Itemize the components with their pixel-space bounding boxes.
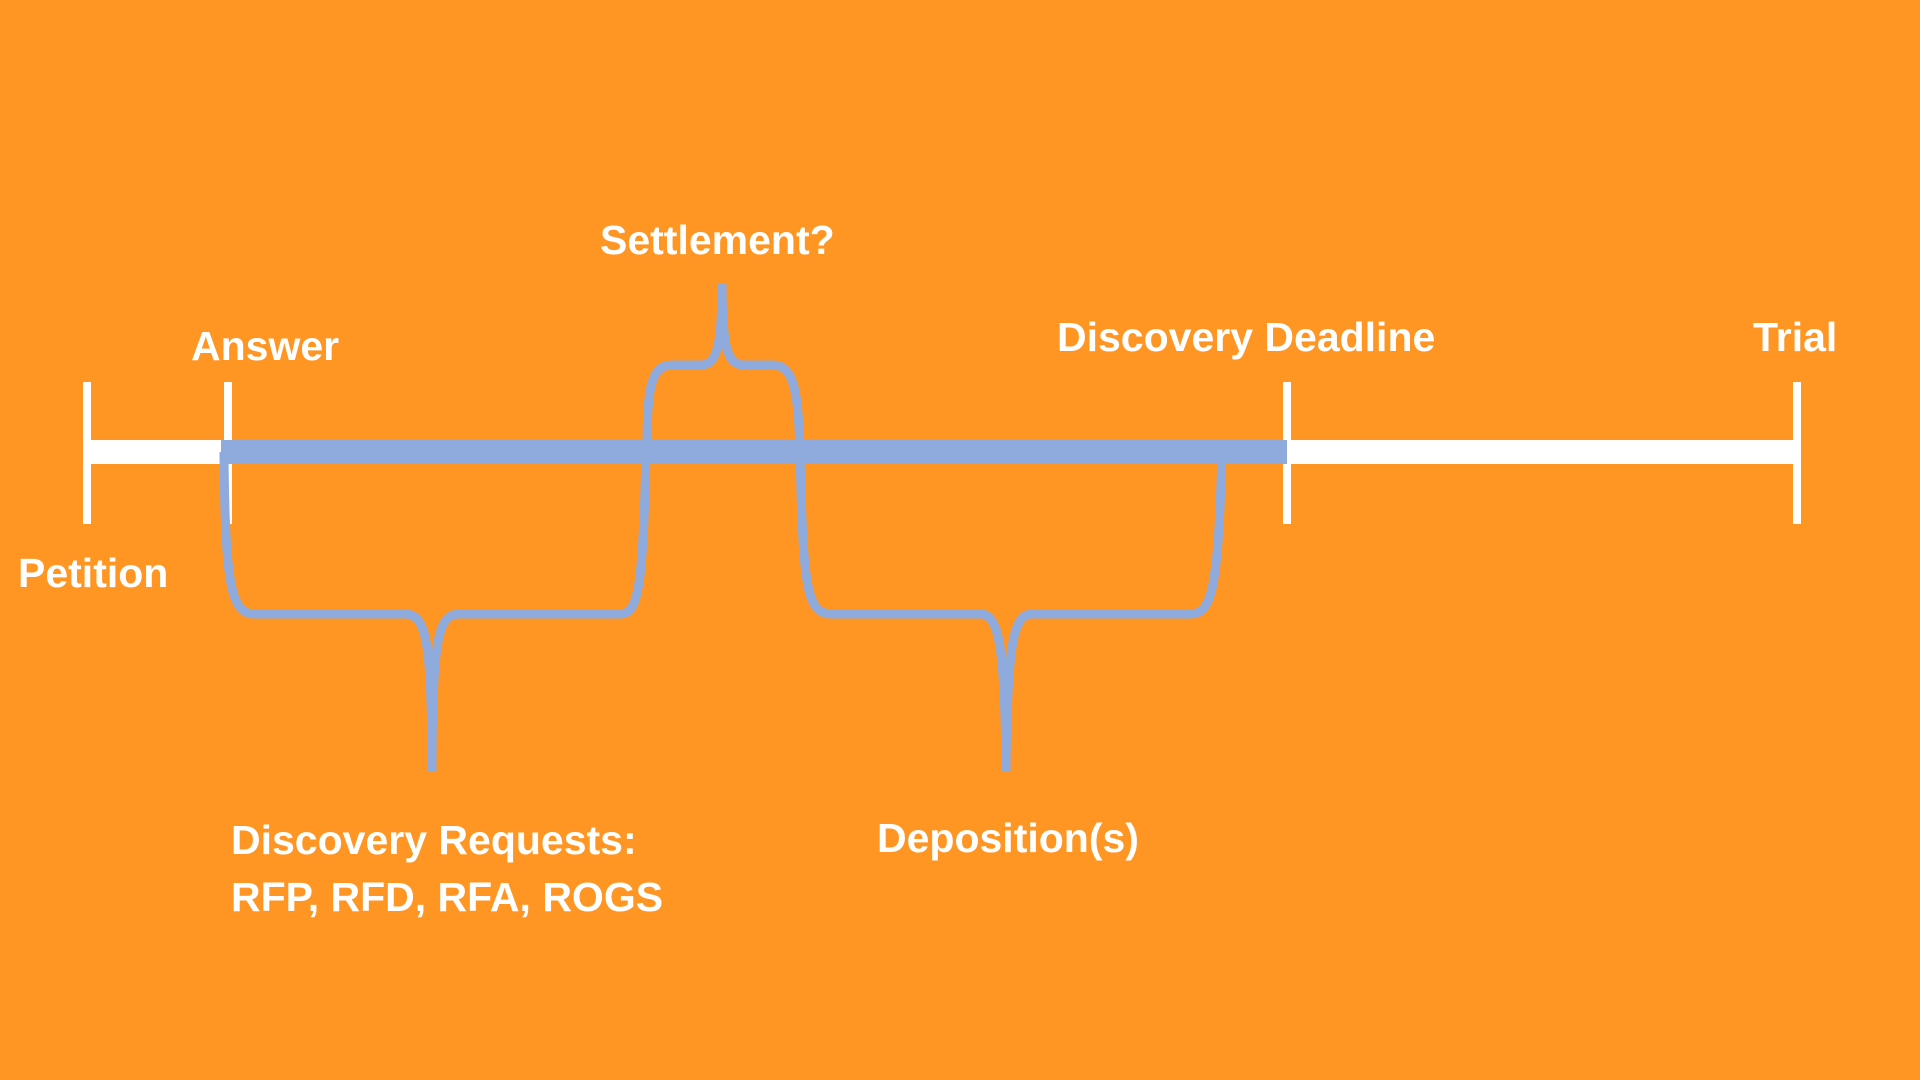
depositions-bracket [795, 451, 1227, 773]
trial-label: Trial [1753, 314, 1838, 360]
settlement-bracket [642, 282, 805, 453]
discovery-requests-title: Discovery Requests: [231, 817, 637, 863]
discovery-requests-bracket [219, 451, 651, 773]
settlement-label: Settlement? [600, 217, 835, 263]
discovery-requests-label: Discovery Requests: RFP, RFD, RFA, ROGS [231, 812, 663, 926]
discovery-requests-types: RFP, RFD, RFA, ROGS [231, 874, 664, 920]
discovery-deadline-label: Discovery Deadline [1057, 314, 1436, 360]
answer-label: Answer [191, 323, 340, 369]
petition-label: Petition [18, 550, 169, 596]
depositions-label: Deposition(s) [877, 815, 1139, 861]
